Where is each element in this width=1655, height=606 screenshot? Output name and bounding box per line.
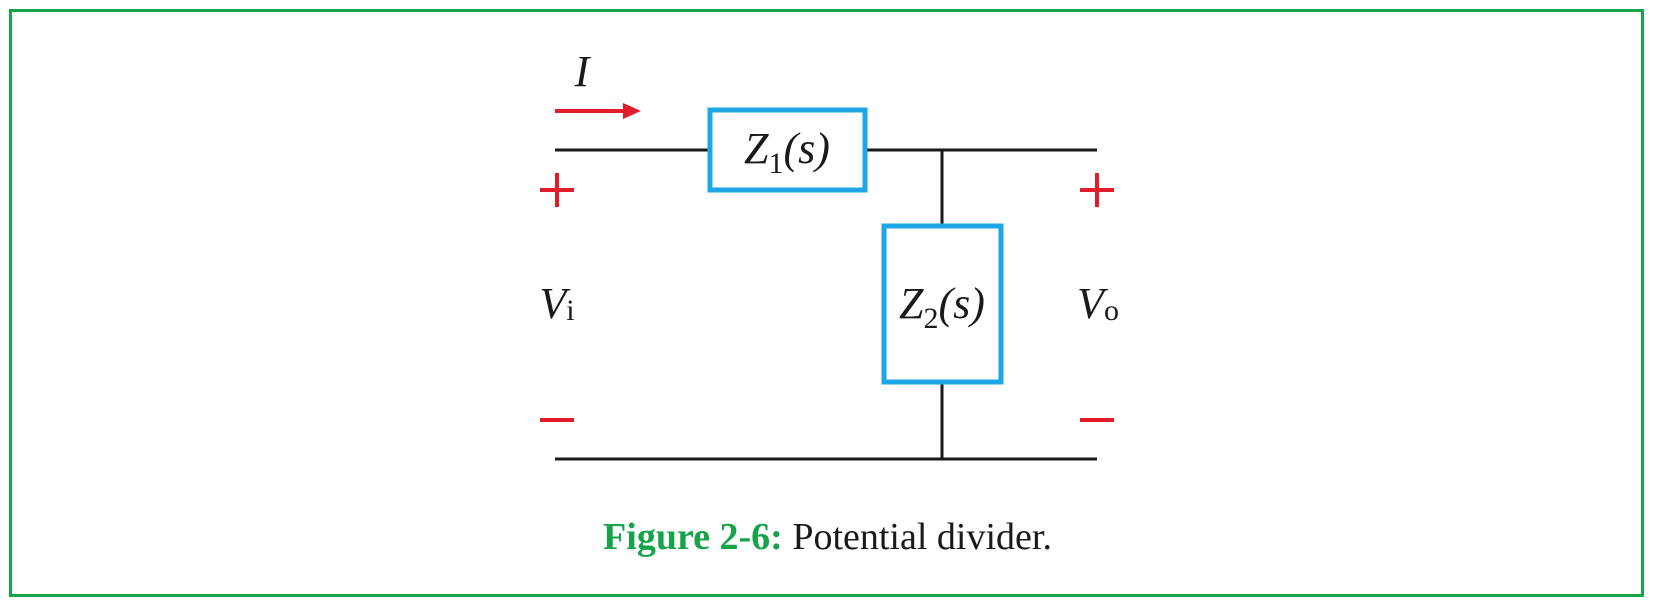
output-voltage-label: Vo — [1077, 279, 1119, 328]
output-plus-sign — [1080, 173, 1114, 207]
input-voltage-label: Vi — [539, 279, 574, 328]
impedance-z1-box — [707, 107, 868, 193]
impedance-z1: Z1(s) — [707, 107, 868, 193]
input-plus-sign — [540, 173, 574, 207]
impedance-z2-argument: (s) — [939, 279, 985, 328]
input-voltage-subscript: i — [566, 294, 574, 327]
impedance-z1-label: Z1(s) — [744, 124, 830, 180]
output-voltage-subscript: o — [1104, 294, 1119, 327]
figure-title: Potential divider. — [782, 516, 1052, 558]
current-arrow-head — [623, 103, 641, 119]
figure-caption: Figure 2-6: Potential divider. — [0, 515, 1655, 559]
impedance-z2: Z2(s) — [881, 223, 1004, 385]
impedance-z1-symbol: Z — [744, 124, 769, 173]
impedance-z2-symbol: Z — [899, 279, 924, 328]
figure-number: Figure 2-6: — [603, 516, 783, 558]
impedance-z2-box — [881, 223, 1004, 385]
impedance-z2-subscript: 2 — [924, 302, 939, 335]
figure-frame — [9, 9, 1644, 597]
input-voltage-symbol: V — [539, 279, 571, 328]
current-label: I — [574, 47, 592, 96]
impedance-z2-label: Z2(s) — [899, 279, 985, 335]
impedance-z1-subscript: 1 — [769, 147, 784, 180]
output-voltage-symbol: V — [1077, 279, 1109, 328]
current-arrow — [555, 103, 641, 119]
impedance-z1-argument: (s) — [784, 124, 830, 173]
